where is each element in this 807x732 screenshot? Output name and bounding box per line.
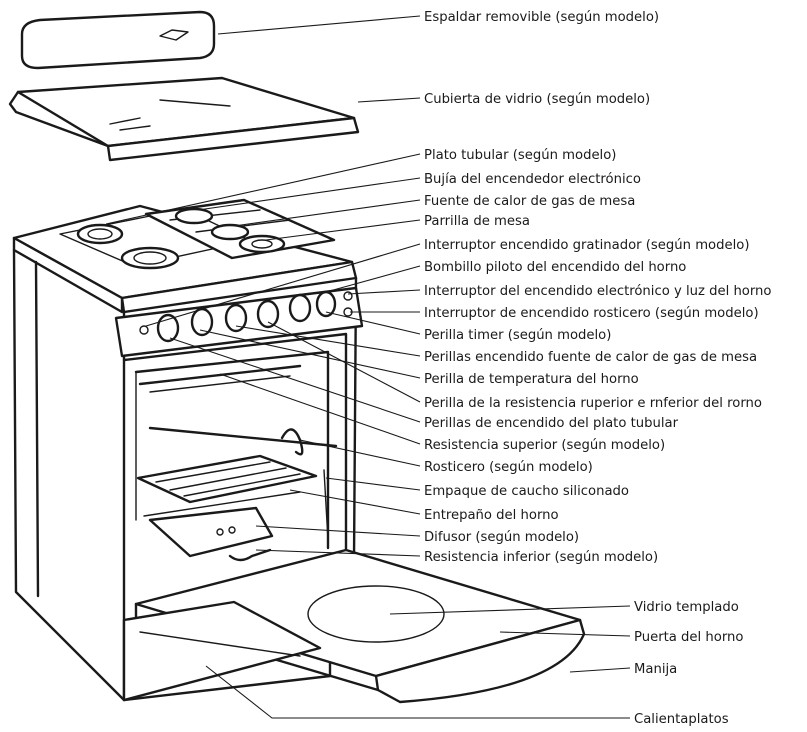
label-plato-tubular: Plato tubular (según modelo) — [424, 147, 616, 163]
label-interruptor-electronico: Interruptor del encendido electrónico y … — [424, 283, 772, 299]
label-interruptor-rosticero: Interruptor de encendido rosticero (segú… — [424, 305, 759, 321]
oven-cavity-drawing — [124, 334, 346, 560]
label-interruptor-gratinador: Interruptor encendido gratinador (según … — [424, 237, 749, 253]
label-parrilla-mesa: Parrilla de mesa — [424, 214, 530, 229]
label-rosticero: Rosticero (según modelo) — [424, 459, 593, 475]
label-puerta-horno: Puerta del horno — [634, 630, 743, 645]
label-perillas-plato: Perillas de encendido del plato tubular — [424, 416, 679, 431]
label-vidrio-templado: Vidrio templado — [634, 600, 739, 615]
label-manija: Manija — [634, 662, 677, 677]
backsplash-drawing — [22, 12, 214, 68]
label-fuente-calor: Fuente de calor de gas de mesa — [424, 194, 635, 209]
label-perilla-timer: Perilla timer (según modelo) — [424, 327, 611, 343]
label-espaldar: Espaldar removible (según modelo) — [424, 9, 659, 25]
label-perilla-resistencia: Perilla de la resistencia ruperior e rnf… — [424, 396, 762, 411]
label-bombillo-piloto: Bombillo piloto del encendido del horno — [424, 260, 686, 275]
label-entrepano: Entrepaño del horno — [424, 508, 559, 523]
label-bujia: Bujía del encendedor electrónico — [424, 171, 641, 187]
label-perillas-fuente: Perillas encendido fuente de calor de ga… — [424, 350, 757, 365]
label-resistencia-superior: Resistencia superior (según modelo) — [424, 437, 665, 453]
label-perilla-temperatura: Perilla de temperatura del horno — [424, 372, 639, 387]
label-empaque: Empaque de caucho siliconado — [424, 484, 629, 499]
label-calientaplatos: Calientaplatos — [634, 712, 729, 727]
glass-cover-drawing — [10, 78, 358, 160]
label-resistencia-inferior: Resistencia inferior (según modelo) — [424, 549, 658, 565]
label-difusor: Difusor (según modelo) — [424, 529, 579, 545]
label-cubierta: Cubierta de vidrio (según modelo) — [424, 91, 650, 107]
